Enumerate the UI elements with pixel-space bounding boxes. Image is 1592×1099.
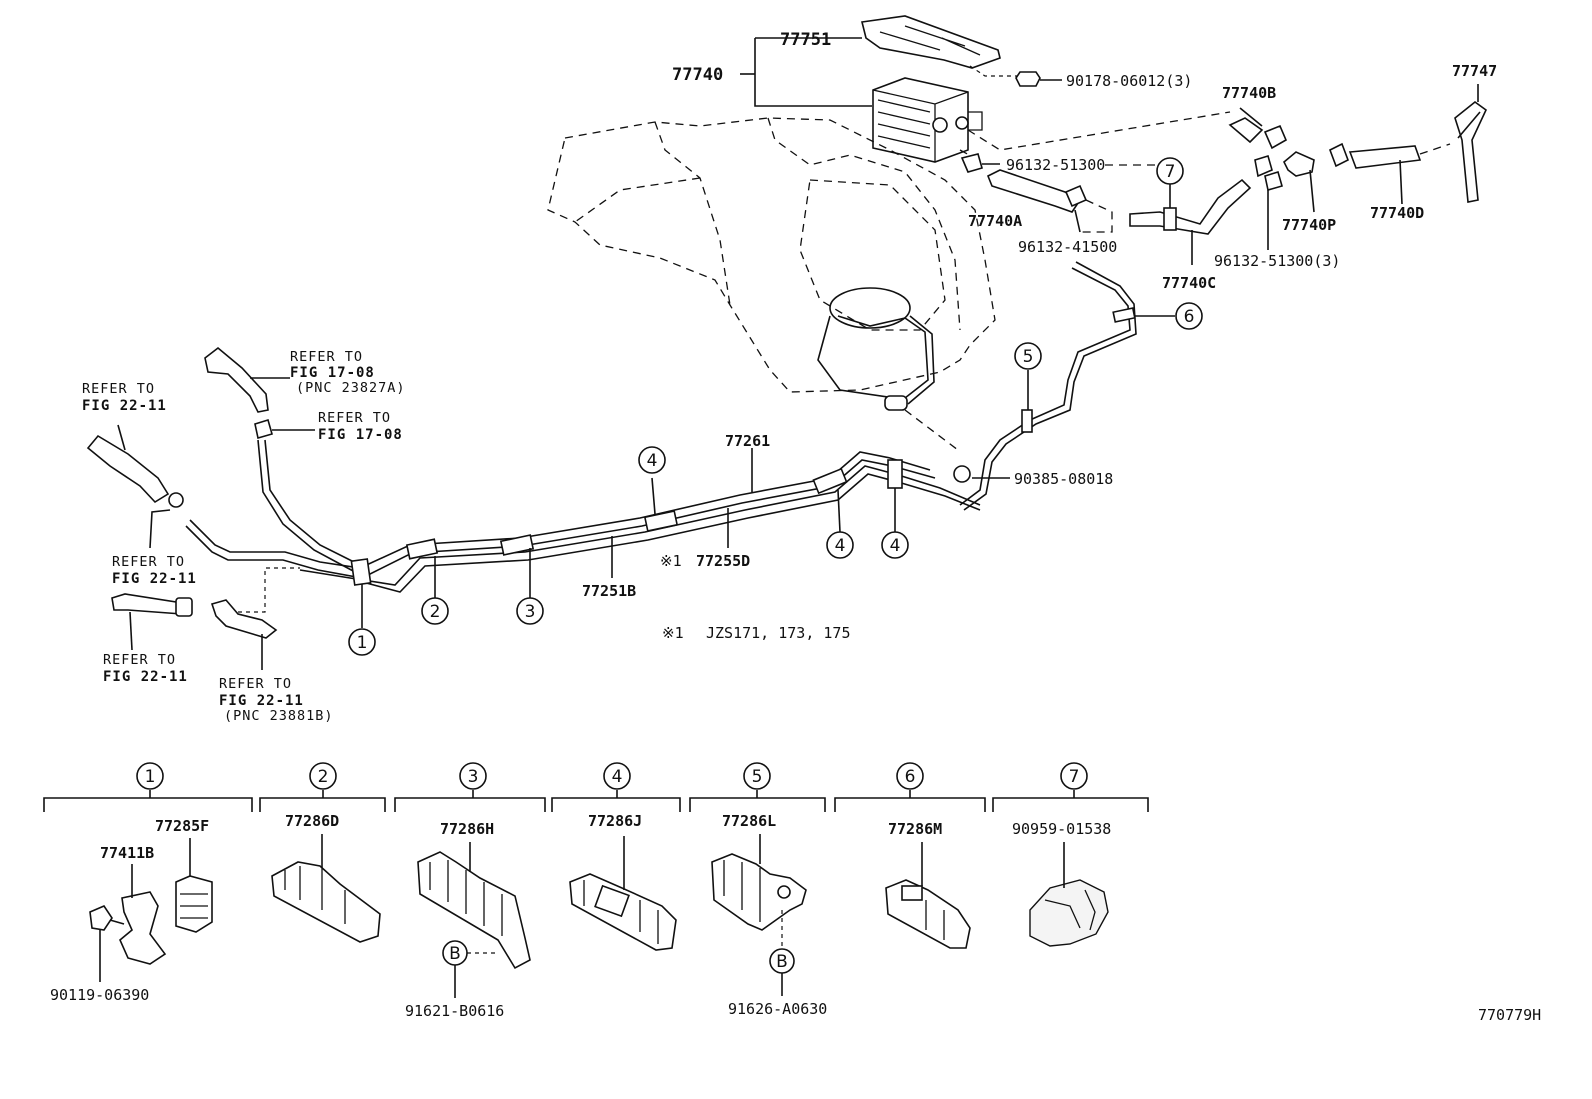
callout-7: 7 bbox=[1156, 157, 1184, 185]
legend-77286h: 77286H bbox=[440, 820, 494, 838]
legend-num-1: 1 bbox=[136, 762, 164, 790]
legend-num-4: 4 bbox=[603, 762, 631, 790]
label-77740a: 77740A bbox=[968, 212, 1022, 230]
legend-77411b: 77411B bbox=[100, 844, 154, 862]
label-77740: 77740 bbox=[672, 65, 723, 85]
ref6-line2: FIG 22-11 bbox=[219, 693, 304, 709]
ref6-line1: REFER TO bbox=[219, 676, 292, 692]
svg-text:7: 7 bbox=[1069, 767, 1080, 787]
callout-6: 6 bbox=[1175, 302, 1203, 330]
svg-text:5: 5 bbox=[752, 767, 763, 787]
clamp-legend: 1 2 3 4 5 6 7 77285F 77411B 90119-06390 … bbox=[43, 762, 1149, 1020]
ref3-line2: FIG 22-11 bbox=[82, 398, 167, 414]
legend-num-6: 6 bbox=[896, 762, 924, 790]
svg-text:4: 4 bbox=[890, 536, 901, 556]
legend-num-7: 7 bbox=[1060, 762, 1088, 790]
fuel-tank-outline bbox=[547, 117, 996, 451]
label-77740d: 77740D bbox=[1370, 204, 1424, 222]
legend-77286m: 77286M bbox=[888, 820, 942, 838]
svg-text:3: 3 bbox=[525, 602, 536, 622]
footnote-text: JZS171, 173, 175 bbox=[706, 624, 851, 642]
svg-text:1: 1 bbox=[145, 767, 156, 787]
svg-text:B: B bbox=[776, 952, 788, 972]
label-96132-41500: 96132-41500 bbox=[1018, 238, 1117, 256]
legend-num-3: 3 bbox=[459, 762, 487, 790]
ref5-line1: REFER TO bbox=[103, 652, 176, 668]
legend-num-5: 5 bbox=[743, 762, 771, 790]
ref3-line1: REFER TO bbox=[82, 381, 155, 397]
label-77747: 77747 bbox=[1452, 62, 1497, 80]
ref1-line2: FIG 17-08 bbox=[290, 365, 375, 381]
label-90385: 90385-08018 bbox=[1014, 470, 1113, 488]
svg-text:2: 2 bbox=[430, 602, 441, 622]
svg-text:7: 7 bbox=[1165, 162, 1176, 182]
svg-text:1: 1 bbox=[357, 633, 368, 653]
part-labels: 77751 77740 90178-06012(3) 77740B 77747 … bbox=[582, 30, 1541, 1024]
label-77751: 77751 bbox=[780, 30, 831, 50]
fuel-lines bbox=[86, 346, 981, 670]
label-77261: 77261 bbox=[725, 432, 770, 450]
callout-5: 5 bbox=[1014, 342, 1042, 370]
callout-3: 3 bbox=[516, 597, 544, 625]
legend-letter-b-1: B bbox=[442, 940, 468, 966]
label-90178: 90178-06012(3) bbox=[1066, 72, 1192, 90]
footnote-mark: ※1 bbox=[662, 624, 684, 642]
label-77740p: 77740P bbox=[1282, 216, 1336, 234]
label-96132-51300-3: 96132-51300(3) bbox=[1214, 252, 1340, 270]
clamp-callouts: 1 2 3 4 4 4 5 6 7 bbox=[348, 157, 1203, 656]
ref2-line2: FIG 17-08 bbox=[318, 427, 403, 443]
legend-91621: 91621-B0616 bbox=[405, 1002, 504, 1020]
svg-text:3: 3 bbox=[468, 767, 479, 787]
callout-4b: 4 bbox=[826, 531, 854, 559]
label-77251b: 77251B bbox=[582, 582, 636, 600]
ref4-line1: REFER TO bbox=[112, 554, 185, 570]
figure-code: 770779H bbox=[1478, 1006, 1541, 1024]
svg-text:6: 6 bbox=[905, 767, 916, 787]
callout-1: 1 bbox=[348, 628, 376, 656]
svg-text:5: 5 bbox=[1023, 347, 1034, 367]
ref6-line3: (PNC 23881B) bbox=[224, 708, 334, 724]
svg-text:6: 6 bbox=[1184, 307, 1195, 327]
svg-text:2: 2 bbox=[318, 767, 329, 787]
label-77255d-mark: ※1 bbox=[660, 552, 682, 570]
ref1-line1: REFER TO bbox=[290, 349, 363, 365]
ref5-line2: FIG 22-11 bbox=[103, 669, 188, 685]
legend-90119: 90119-06390 bbox=[50, 986, 149, 1004]
svg-text:B: B bbox=[449, 944, 461, 964]
legend-91626: 91626-A0630 bbox=[728, 1000, 827, 1018]
canister-assembly bbox=[740, 15, 1231, 166]
label-96132-51300: 96132-51300 bbox=[1006, 156, 1105, 174]
ref1-line3: (PNC 23827A) bbox=[296, 380, 406, 396]
ref2-line1: REFER TO bbox=[318, 410, 391, 426]
legend-77286d: 77286D bbox=[285, 812, 339, 830]
callout-4c: 4 bbox=[881, 531, 909, 559]
legend-77285f: 77285F bbox=[155, 817, 209, 835]
legend-77286j: 77286J bbox=[588, 812, 642, 830]
ref4-line2: FIG 22-11 bbox=[112, 571, 197, 587]
reference-labels: REFER TO FIG 17-08 (PNC 23827A) REFER TO… bbox=[82, 349, 406, 724]
callout-2: 2 bbox=[421, 597, 449, 625]
label-77740b: 77740B bbox=[1222, 84, 1276, 102]
legend-77286l: 77286L bbox=[722, 812, 776, 830]
label-77255d: 77255D bbox=[696, 552, 750, 570]
legend-90959: 90959-01538 bbox=[1012, 820, 1111, 838]
legend-letter-b-2: B bbox=[769, 948, 795, 974]
svg-text:4: 4 bbox=[612, 767, 623, 787]
legend-num-2: 2 bbox=[309, 762, 337, 790]
callout-4a: 4 bbox=[638, 446, 666, 474]
vapor-hoses bbox=[953, 84, 1488, 511]
svg-text:4: 4 bbox=[647, 451, 658, 471]
svg-text:4: 4 bbox=[835, 536, 846, 556]
label-77740c: 77740C bbox=[1162, 274, 1216, 292]
